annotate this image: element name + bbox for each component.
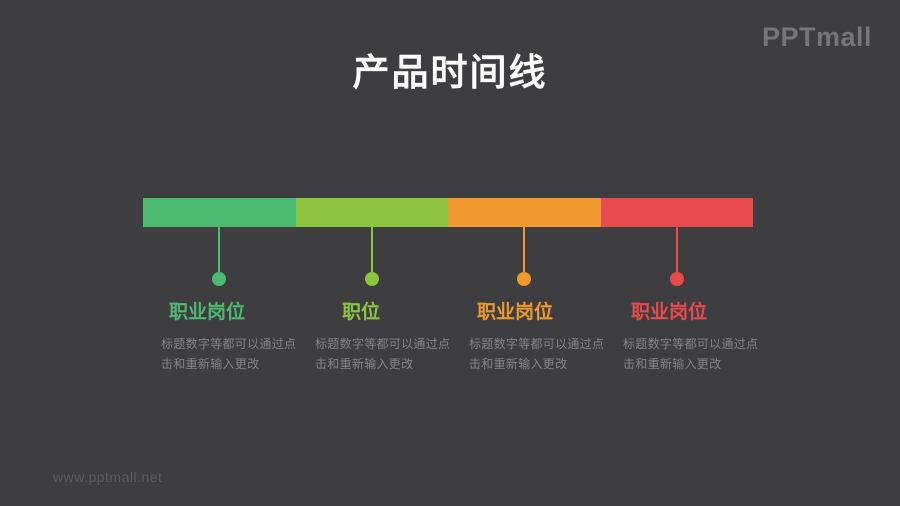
item-description: 标题数字等都可以通过点击和重新输入更改 [469, 334, 609, 374]
item-description-line1: 标题数字等都可以通过点 [623, 337, 759, 351]
timeline-segment-2 [295, 198, 448, 227]
timeline-segment-1 [143, 198, 296, 227]
timeline-segment-4 [600, 198, 753, 227]
timeline-item-4: 职业岗位 标题数字等都可以通过点击和重新输入更改 [623, 302, 763, 374]
item-description-line2: 击和重新输入更改 [623, 357, 722, 371]
item-title: 职业岗位 [476, 302, 553, 323]
item-description-line1: 标题数字等都可以通过点 [469, 337, 605, 351]
item-title: 职位 [341, 302, 380, 323]
timeline-item-2: 职位 标题数字等都可以通过点击和重新输入更改 [315, 302, 455, 374]
timeline-dot [670, 272, 684, 286]
timeline-segment-3 [448, 198, 601, 227]
timeline-marker-3 [517, 227, 531, 286]
connector-line [218, 227, 220, 272]
timeline-item-1: 职业岗位 标题数字等都可以通过点击和重新输入更改 [161, 302, 301, 374]
item-description: 标题数字等都可以通过点击和重新输入更改 [623, 334, 763, 374]
timeline-marker-2 [365, 227, 379, 286]
connector-line [523, 227, 525, 272]
timeline-dot [517, 272, 531, 286]
item-title: 职业岗位 [630, 302, 707, 323]
timeline-bar [143, 198, 753, 227]
timeline [143, 198, 753, 308]
timeline-item-3: 职业岗位 标题数字等都可以通过点击和重新输入更改 [469, 302, 609, 374]
timeline-dot [212, 272, 226, 286]
pptmall-logo: PPTmall [761, 22, 872, 52]
connector-line [371, 227, 373, 272]
connector-line [676, 227, 678, 272]
item-description-line2: 击和重新输入更改 [315, 357, 414, 371]
item-description: 标题数字等都可以通过点击和重新输入更改 [315, 334, 455, 374]
item-description-line1: 标题数字等都可以通过点 [315, 337, 451, 351]
item-description-line2: 击和重新输入更改 [469, 357, 568, 371]
watermark: www.pptmall.net [53, 469, 163, 485]
item-title: 职业岗位 [168, 302, 245, 323]
slide-title: 产品时间线 [352, 52, 548, 93]
item-description-line2: 击和重新输入更改 [161, 357, 260, 371]
timeline-marker-1 [212, 227, 226, 286]
item-description: 标题数字等都可以通过点击和重新输入更改 [161, 334, 301, 374]
item-description-line1: 标题数字等都可以通过点 [161, 337, 297, 351]
timeline-dot [365, 272, 379, 286]
timeline-marker-4 [670, 227, 684, 286]
